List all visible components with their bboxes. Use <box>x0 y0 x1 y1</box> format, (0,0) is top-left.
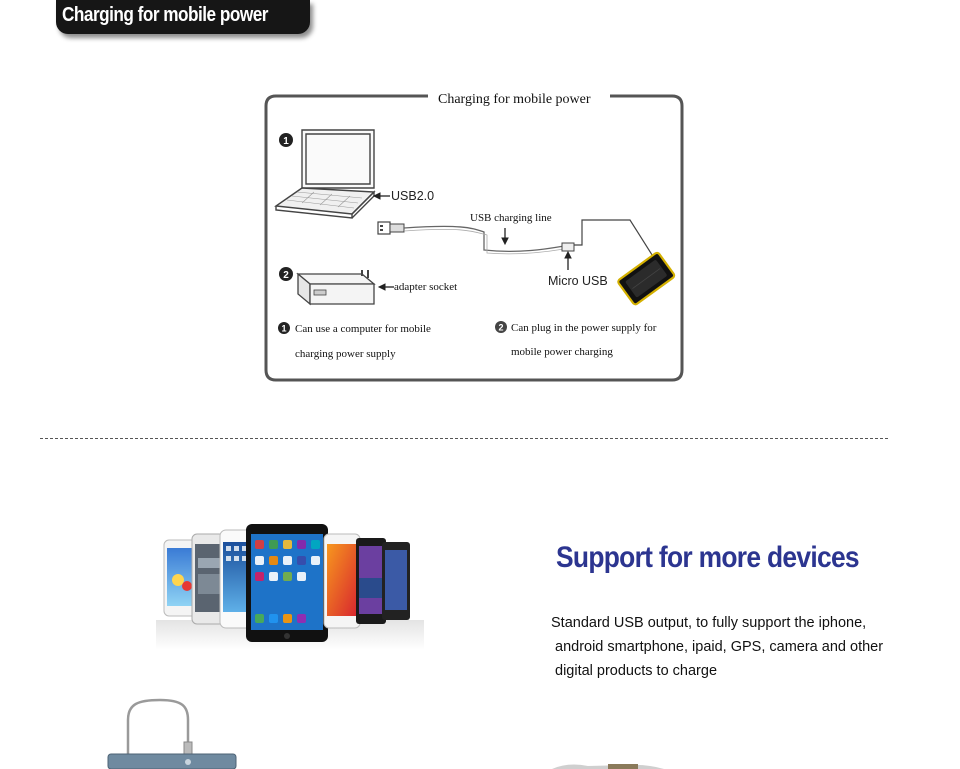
dark-phone-icon <box>382 542 410 620</box>
devices-image <box>156 524 424 650</box>
step2-text-line2: mobile power charging <box>511 346 613 358</box>
android-phone-icon <box>163 539 201 617</box>
svg-text:2: 2 <box>498 323 503 333</box>
svg-text:2: 2 <box>283 270 289 281</box>
adapter-socket-label: adapter socket <box>394 281 458 293</box>
svg-text:1: 1 <box>283 136 289 147</box>
usb2-arrow-icon <box>372 192 390 200</box>
iphone-icon <box>219 529 253 629</box>
product-image-partial <box>552 764 664 769</box>
adapter-arrow-icon <box>377 283 394 291</box>
galaxy-note-icon <box>323 533 361 629</box>
step1-number-icon: 1 <box>279 133 293 147</box>
micro-usb-label: Micro USB <box>548 274 608 288</box>
support-description-line2: android smartphone, ipaid, GPS, camera a… <box>555 639 884 655</box>
step1-text-line1: Can use a computer for mobile <box>295 323 431 335</box>
adapter-socket-icon <box>296 270 376 306</box>
charging-diagram: 1 <box>264 94 684 382</box>
power-bank-with-cable-image <box>107 698 237 769</box>
step2-number-icon: 2 <box>279 267 293 281</box>
support-description-line1: Standard USB output, to fully support th… <box>551 615 867 631</box>
step2-text-line1: Can plug in the power supply for <box>511 322 657 334</box>
diagram-frame <box>264 94 684 382</box>
ipad-icon <box>246 524 328 642</box>
support-title: Support for more devices <box>556 541 860 574</box>
usb-charging-line-label: USB charging line <box>470 212 552 224</box>
usb2-label: USB2.0 <box>391 189 435 203</box>
header-banner <box>56 0 310 34</box>
diagram-title: Charging for mobile power <box>432 92 597 108</box>
micro-usb-arrow-icon <box>564 250 572 270</box>
xperia-phone-icon <box>356 538 386 624</box>
usb-cable-icon <box>377 219 655 259</box>
step1-text-line2: charging power supply <box>295 348 396 360</box>
power-bank-icon <box>617 251 676 306</box>
laptop-icon <box>274 129 376 219</box>
support-description-line3: digital products to charge <box>555 663 718 679</box>
smartphone-icon <box>191 533 227 625</box>
step1-bullet-icon: 1 <box>278 322 290 334</box>
header-title: Charging for mobile power <box>62 4 268 26</box>
section-divider <box>40 438 888 439</box>
svg-text:1: 1 <box>281 324 286 334</box>
step2-bullet-icon: 2 <box>495 321 507 333</box>
usb-line-arrow-icon <box>501 228 509 246</box>
